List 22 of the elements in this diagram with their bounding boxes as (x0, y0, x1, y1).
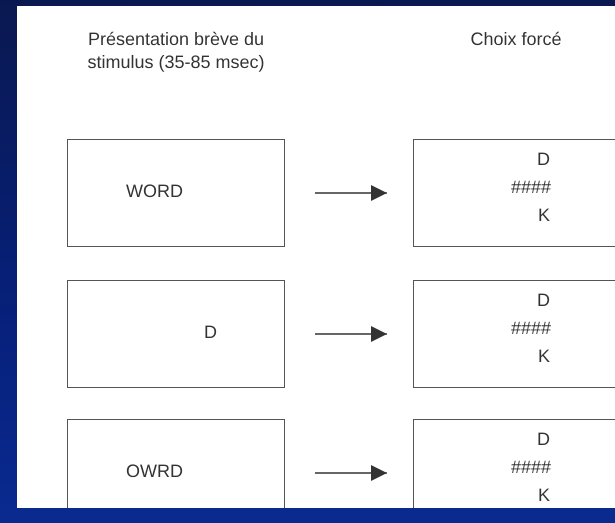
box (67, 139, 285, 247)
stimulus-text: K (538, 486, 550, 504)
stimulus-text: #### (511, 458, 552, 476)
box (413, 280, 615, 388)
stimulus-text: D (537, 150, 550, 168)
stimulus-text: K (538, 206, 550, 224)
stimulus-text: K (538, 347, 550, 365)
arrow (315, 326, 387, 342)
stimulus-text: D (204, 323, 217, 341)
stimulus-text: #### (511, 319, 552, 337)
arrow (315, 185, 387, 201)
stimulus-text: WORD (126, 182, 183, 200)
stimulus-text: #### (511, 178, 552, 196)
stimulus-text: D (537, 430, 550, 448)
stimulus-text: D (537, 291, 550, 309)
box (67, 280, 285, 388)
box (67, 419, 285, 508)
box (413, 139, 615, 247)
column-heading: Choix forcé (469, 28, 563, 51)
column-heading: Présentation brève du stimulus (35-85 msec) (86, 28, 266, 74)
arrow (315, 465, 387, 481)
stimulus-text: OWRD (126, 462, 183, 480)
